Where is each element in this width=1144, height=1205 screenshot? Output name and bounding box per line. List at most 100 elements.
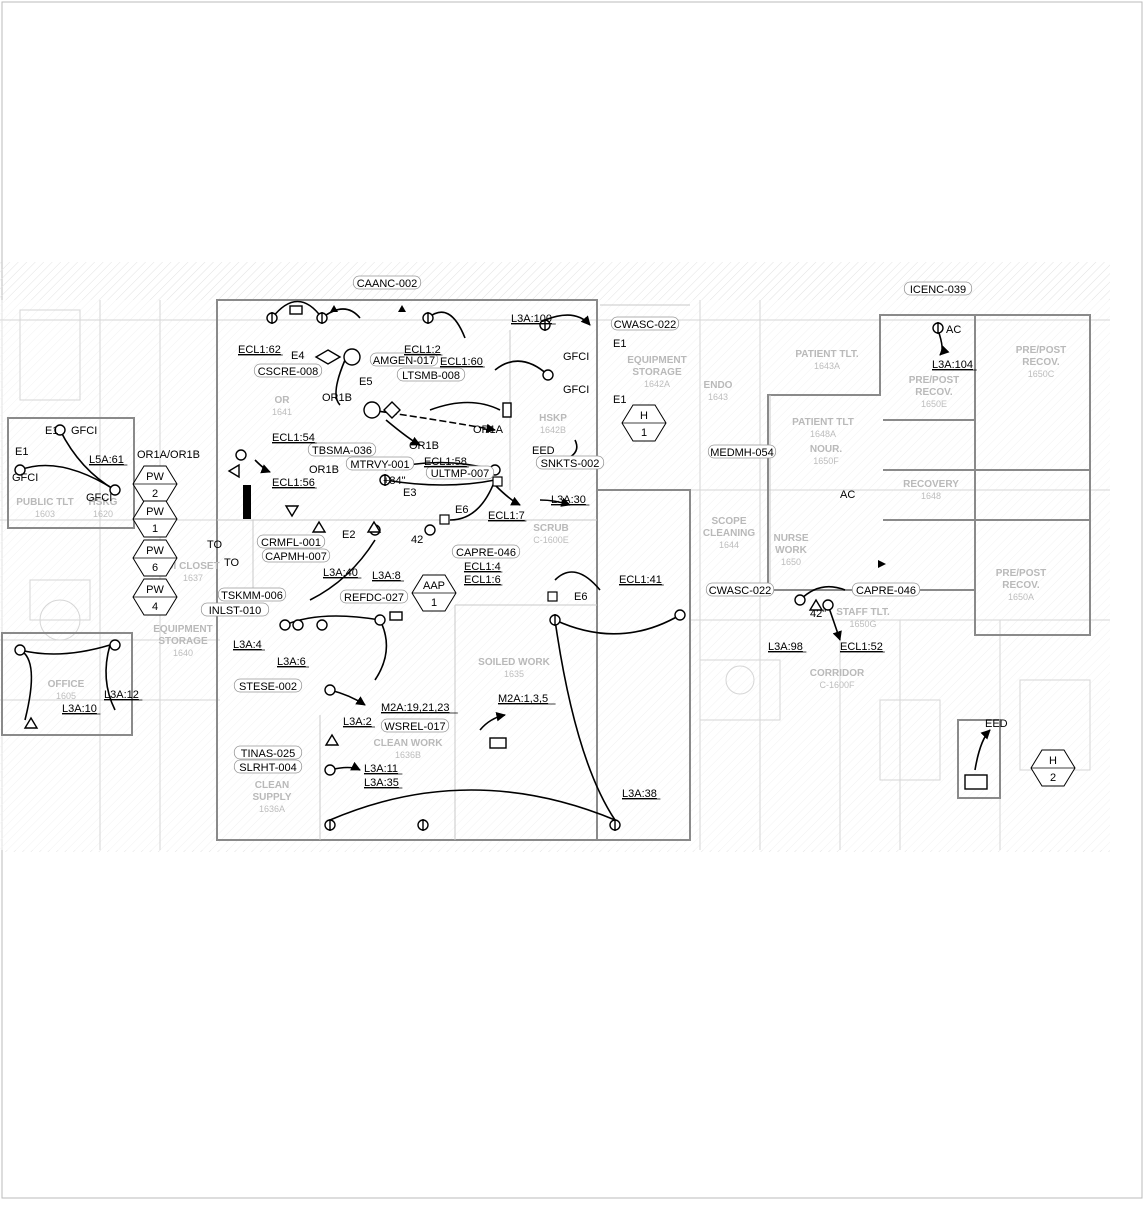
equipment-tag-text: LTSMB-008 [402, 370, 460, 382]
device-label: EED [532, 445, 555, 457]
device-label: E3 [403, 487, 416, 499]
room-name: PRE/POST [1016, 345, 1067, 356]
panel-code: H [1049, 755, 1057, 767]
panel-hexagon: PW2 [132, 465, 178, 503]
device-label: 42 [411, 534, 423, 546]
equipment-tag-text: CRMFL-001 [261, 537, 321, 549]
panel-hexagon: PW4 [132, 578, 178, 616]
circuit-label: ECL1:41 [619, 574, 662, 586]
device-label: +84" [383, 475, 406, 487]
circuit-label: ECL1:58 [424, 456, 467, 468]
panel-code: PW [146, 545, 164, 557]
equipment-tag: TSKMM-006 [217, 587, 287, 602]
equipment-tag-text: ICENC-039 [910, 284, 966, 296]
circuit-label: L3A:35 [364, 777, 399, 789]
room-number: 1650 [781, 557, 801, 567]
room-name: STORAGE [158, 636, 208, 647]
room-name: SUPPLY [252, 792, 291, 803]
circuit-label: L3A:11 [364, 763, 398, 775]
equipment-tag: MEDMH-054 [707, 444, 777, 459]
circuit-label: L3A:30 [551, 494, 586, 506]
equipment-tag: ICENC-039 [903, 281, 973, 296]
device-label: GFCI [563, 384, 589, 396]
room-number: 1637 [183, 573, 203, 583]
room-name: PUBLIC TLT [16, 497, 74, 508]
equipment-tag: AMGEN-017 [369, 352, 439, 367]
room-number: 1650E [921, 399, 947, 409]
room-name: CLEAN WORK [374, 738, 444, 749]
equipment-tag: TBSMA-036 [307, 442, 377, 457]
room-name: NURSE [773, 533, 808, 544]
equipment-tag-text: MEDMH-054 [710, 447, 774, 459]
room-number: 1636B [395, 750, 421, 760]
equipment-tag: CWASC-022 [610, 316, 680, 331]
equipment-tag: CAPRE-046 [451, 544, 521, 559]
equipment-tag-text: ULTMP-007 [431, 468, 489, 480]
room-name: EQUIPMENT [153, 624, 212, 635]
room-name: RECOVERY [903, 479, 959, 490]
receptacles [14, 305, 988, 831]
equipment-tag-text: CAPMH-007 [265, 551, 327, 563]
room-name: SCOPE [711, 516, 746, 527]
equipment-tag: CAPRE-046 [851, 582, 921, 597]
device-label: GFCI [12, 472, 38, 484]
equipment-tag: CWASC-022 [705, 582, 775, 597]
room-name: RECOV. [1002, 580, 1040, 591]
circuit-label: ECL1:60 [440, 356, 483, 368]
device-label: E1 [613, 394, 626, 406]
room-name: PRE/POST [909, 375, 960, 386]
panel-code: PW [146, 506, 164, 518]
circuit-label: L3A:40 [323, 567, 358, 579]
device-label: 42" [810, 608, 826, 620]
room-name: STAFF TLT. [836, 607, 890, 618]
panel-code: H [640, 410, 648, 422]
panel-code: PW [146, 471, 164, 483]
room-number: 1640 [173, 648, 193, 658]
room-number: C-1600E [533, 535, 569, 545]
circuit-label: M2A:19,21,23 [381, 702, 450, 714]
circuit-label: L3A:2 [343, 716, 372, 728]
room-name: EQUIPMENT [627, 355, 686, 366]
equipment-tag-text: INLST-010 [209, 605, 262, 617]
device-label: E6 [455, 504, 468, 516]
panel-hexagon: PW6 [132, 539, 178, 577]
equipment-tag-text: AMGEN-017 [373, 355, 435, 367]
circuit-label: L3A:98 [768, 641, 803, 653]
circuit-label: L3A:6 [277, 656, 306, 668]
room-number: 1650A [1008, 592, 1034, 602]
device-label: E1 [15, 446, 28, 458]
device-label: AC [946, 324, 961, 336]
equipment-tag-text: WSREL-017 [384, 721, 445, 733]
room-number: 1648 [921, 491, 941, 501]
circuit-label: ECL1:52 [840, 641, 883, 653]
room-name: RECOV. [1022, 357, 1060, 368]
room-name: PATIENT TLT. [795, 349, 859, 360]
equipment-tag-text: TBSMA-036 [312, 445, 372, 457]
room-number: 1648A [810, 429, 836, 439]
room-number: 1642A [644, 379, 670, 389]
device-label: E1 [613, 338, 626, 350]
equipment-tag: MTRVY-001 [345, 456, 415, 471]
device-label: E1 [45, 425, 58, 437]
device-label: GFCI [86, 492, 112, 504]
equipment-tag: CAANC-002 [352, 275, 422, 290]
room-number: 1635 [504, 669, 524, 679]
device-label: E6 [574, 591, 587, 603]
equipment-tag: ULTMP-007 [425, 465, 495, 480]
device-label: EED [985, 718, 1008, 730]
room-name: WORK [775, 545, 807, 556]
equipment-tag: INLST-010 [200, 602, 270, 617]
room-name: STORAGE [632, 367, 682, 378]
circuit-label: L3A:10 [62, 703, 97, 715]
panel-code: PW [146, 584, 164, 596]
equipment-tag-text: CSCRE-008 [258, 366, 319, 378]
room-number: 1620 [93, 509, 113, 519]
equipment-tag: CRMFL-001 [256, 534, 326, 549]
circuit-label: L3A:104 [932, 359, 973, 371]
equipment-tag-text: TSKMM-006 [221, 590, 283, 602]
equipment-tag: WSREL-017 [380, 718, 450, 733]
